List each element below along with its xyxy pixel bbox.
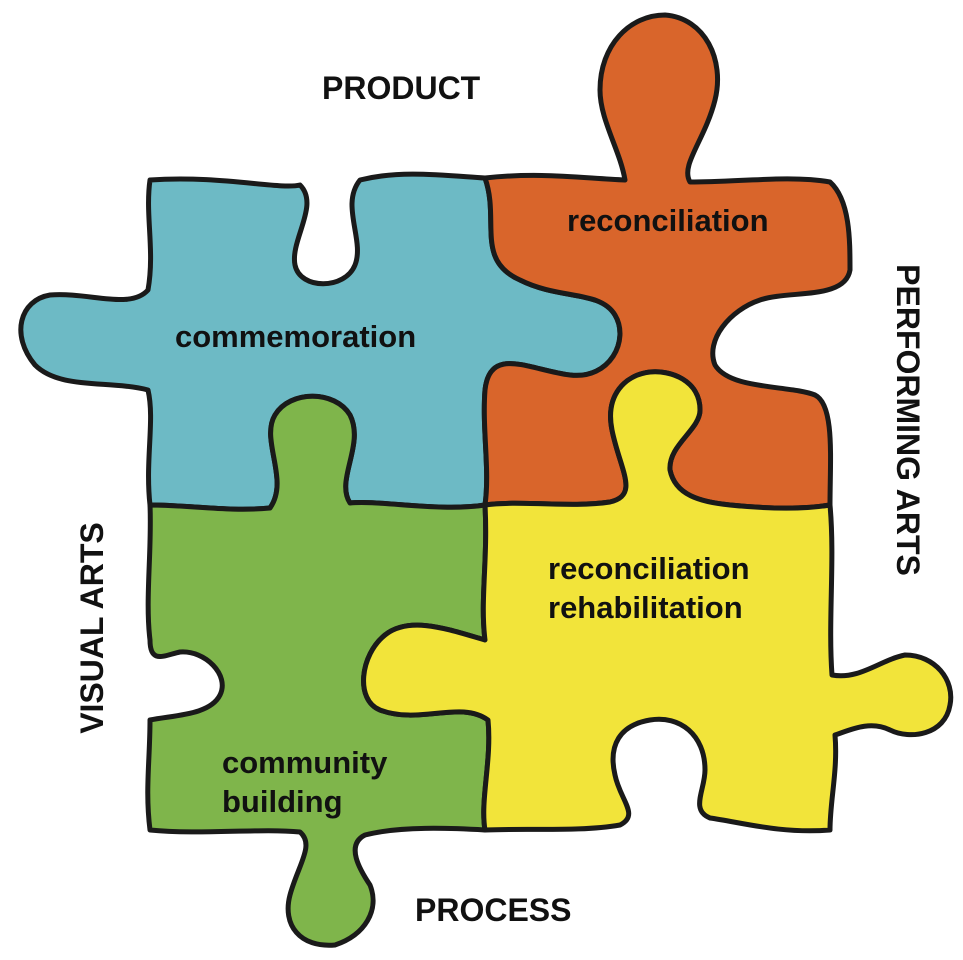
piece-label-line: reconciliation [548, 551, 750, 586]
axis-label-left: VISUAL ARTS [74, 522, 110, 734]
puzzle-piece-green [145, 393, 492, 948]
axis-label-bottom: PROCESS [415, 892, 572, 928]
piece-label-line: commemoration [175, 319, 417, 354]
piece-label-line: reconciliation [567, 203, 769, 238]
piece-label-line: community [222, 745, 388, 780]
piece-label-line: building [222, 783, 343, 819]
piece-label-line: rehabilitation [548, 589, 743, 625]
piece-label-community-building: community building [222, 744, 387, 822]
axis-label-top: PRODUCT [322, 70, 481, 106]
puzzle-piece-yellow [361, 369, 954, 834]
piece-label-reconciliation: reconciliation [567, 202, 769, 241]
axis-label-right: PERFORMING ARTS [890, 264, 926, 576]
piece-label-commemoration: commemoration [175, 318, 416, 357]
piece-label-reconciliation-rehabilitation: reconciliation rehabilitation [548, 550, 750, 628]
